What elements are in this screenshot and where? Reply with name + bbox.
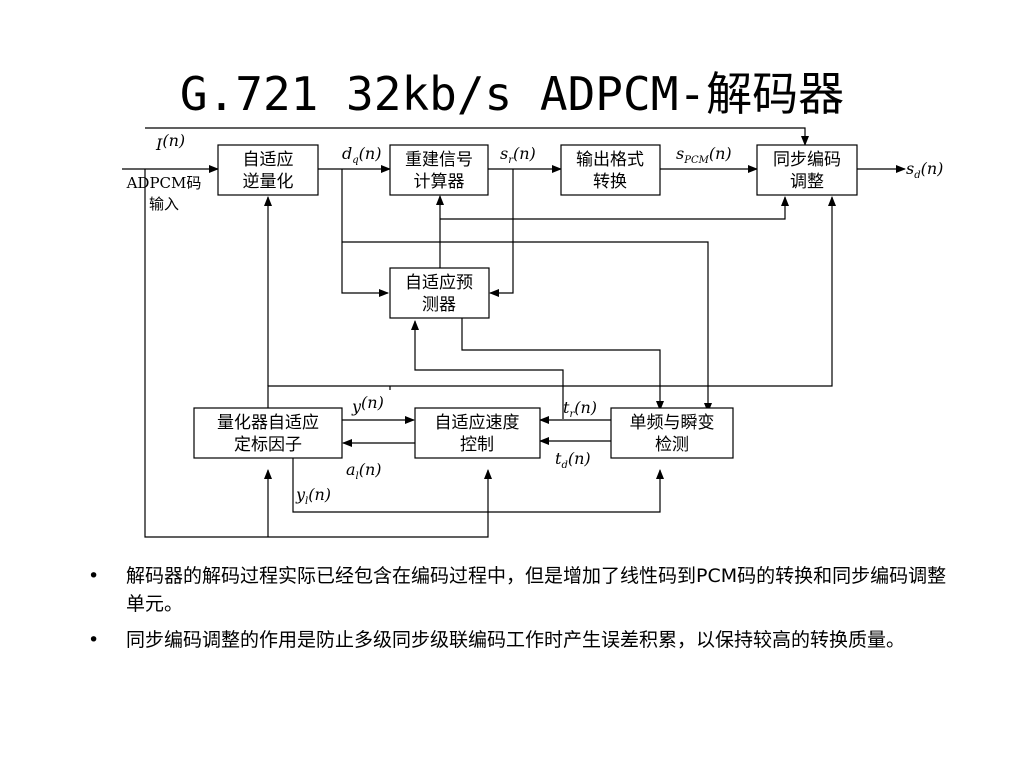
signal-label-yl: yl(n) xyxy=(295,485,331,507)
bullet-text: 同步编码调整的作用是防止多级同步级联编码工作时产生误差积累，以保持较高的转换质量… xyxy=(126,629,906,651)
block-scale-factor: 量化器自适应 定标因子 xyxy=(193,407,343,459)
signal-label-al: al(n) xyxy=(346,460,382,482)
block-label: 自适应预 xyxy=(405,273,473,293)
block-label: 单频与瞬变 xyxy=(630,413,715,433)
block-label: 逆量化 xyxy=(243,172,294,192)
block-label: 同步编码 xyxy=(773,150,841,170)
block-inv-quant: 自适应 逆量化 xyxy=(217,144,319,196)
block-label: 重建信号 xyxy=(405,150,473,170)
block-label: 测器 xyxy=(422,295,456,315)
signal-label-dq: dq(n) xyxy=(342,144,381,166)
signal-label-y: y(n) xyxy=(351,393,384,416)
block-label: 计算器 xyxy=(414,172,465,192)
block-diagram: 自适应 逆量化 重建信号 计算器 输出格式 转换 同步编码 调整 自适应预 测器… xyxy=(122,127,943,538)
signal-label-tr: tr(n) xyxy=(563,398,597,420)
block-predictor: 自适应预 测器 xyxy=(389,267,490,319)
block-sync: 同步编码 调整 xyxy=(756,144,858,196)
page-title: G.721 32kb/s ADPCM-解码器 xyxy=(179,67,845,121)
block-label: 输出格式 xyxy=(576,150,644,170)
block-label: 自适应 xyxy=(243,150,294,170)
bullet-list: • 解码器的解码过程实际已经包含在编码过程中，但是增加了线性码到PCM码的转换和… xyxy=(88,562,948,662)
bullet-marker: • xyxy=(88,629,100,651)
block-tone-detect: 单频与瞬变 检测 xyxy=(610,407,734,459)
bullet-text: 解码器的解码过程实际已经包含在编码过程中，但是增加了线性码到PCM码的转换和同步… xyxy=(126,565,947,615)
signal-label-I: I(n) xyxy=(155,131,185,154)
signal-label-spcm: sPCM(n) xyxy=(676,144,732,166)
block-label: 转换 xyxy=(593,172,627,192)
signal-label-sr: sr(n) xyxy=(500,144,536,166)
block-label: 调整 xyxy=(790,172,824,192)
input-label: ADPCM码 xyxy=(126,174,202,192)
block-label: 量化器自适应 xyxy=(217,413,319,433)
block-label: 控制 xyxy=(460,435,494,455)
block-label: 自适应速度 xyxy=(435,413,520,433)
wires xyxy=(122,127,906,538)
block-output-format: 输出格式 转换 xyxy=(560,144,661,196)
input-label: 输入 xyxy=(149,195,179,213)
bullet-marker: • xyxy=(88,565,100,587)
bullet-item: • 同步编码调整的作用是防止多级同步级联编码工作时产生误差积累，以保持较高的转换… xyxy=(88,626,948,654)
block-speed-control: 自适应速度 控制 xyxy=(414,407,541,459)
block-reconstruct: 重建信号 计算器 xyxy=(389,144,489,196)
signal-label-sd: sd(n) xyxy=(906,159,943,181)
block-label: 检测 xyxy=(655,435,689,455)
signal-label-td: td(n) xyxy=(555,449,591,471)
bullet-item: • 解码器的解码过程实际已经包含在编码过程中，但是增加了线性码到PCM码的转换和… xyxy=(88,562,948,618)
block-label: 定标因子 xyxy=(234,435,302,455)
